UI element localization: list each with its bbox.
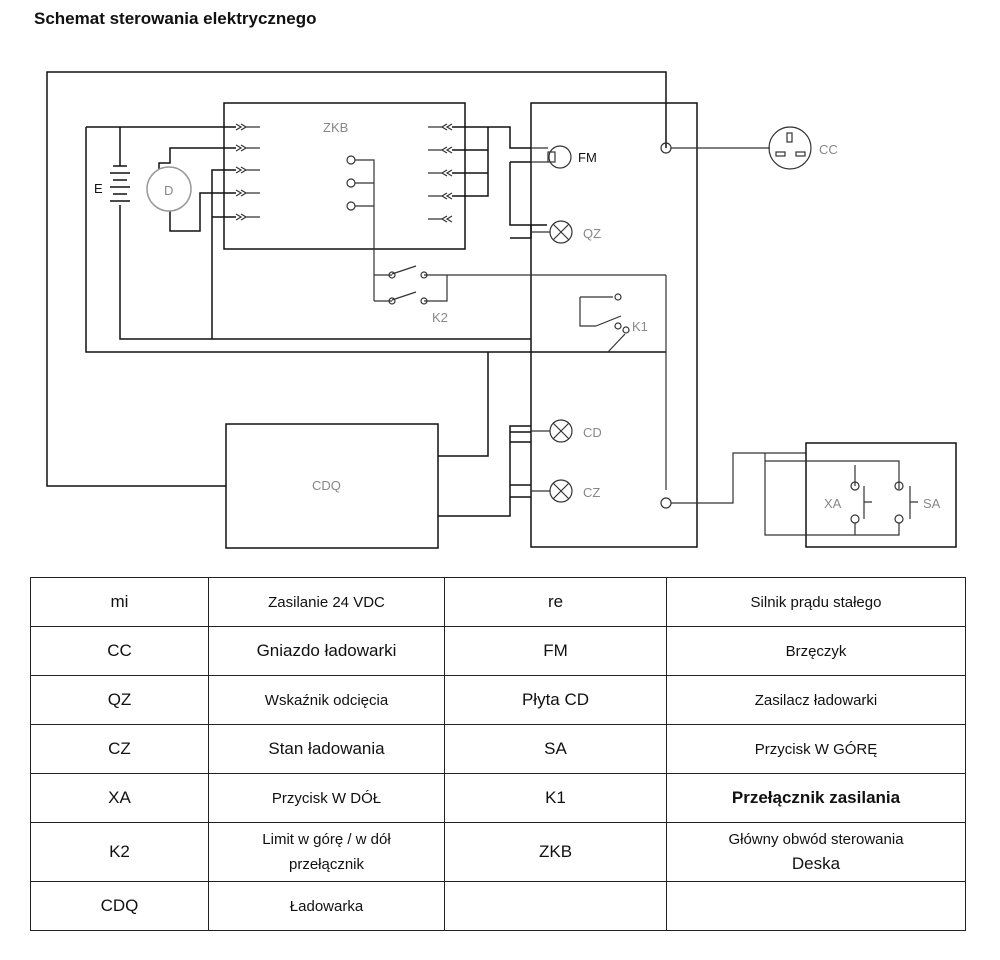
legend-desc: Przycisk W GÓRĘ [666, 724, 966, 774]
charger-wires [438, 352, 531, 517]
battery-label: E [94, 181, 103, 196]
sa-label: SA [923, 496, 941, 511]
zkb-right-wires [452, 126, 531, 197]
zkb-right-connectors [428, 123, 453, 223]
hand-controller [805, 442, 957, 548]
zkb-label: ZKB [323, 120, 348, 135]
legend-table: mi Zasilanie 24 VDC re Silnik prądu stał… [30, 577, 966, 931]
legend-desc-line2: przełącznik [288, 856, 365, 873]
charger-cdq [225, 423, 439, 549]
legend-row: K2 Limit w górę / w dół przełącznik ZKB … [30, 822, 966, 882]
main-panel [530, 102, 698, 548]
zkb-left-connectors [235, 123, 260, 221]
legend-code: Płyta CD [444, 675, 667, 725]
legend-row: CC Gniazdo ładowarki FM Brzęczyk [30, 626, 966, 676]
legend-desc: Gniazdo ładowarki [208, 626, 445, 676]
motor-label: D [164, 183, 173, 198]
legend-code: K1 [444, 773, 667, 823]
limit-switch-k2 [374, 265, 667, 490]
battery-e [85, 126, 666, 353]
legend-code [444, 881, 667, 931]
legend-code: FM [444, 626, 667, 676]
xa-label: XA [824, 496, 842, 511]
legend-code: K2 [30, 822, 209, 882]
legend-desc [666, 881, 966, 931]
k1-label: K1 [632, 319, 648, 334]
cc-label: CC [819, 142, 838, 157]
legend-desc-cell: Limit w górę / w dół przełącznik [208, 822, 445, 882]
legend-row: CDQ Ładowarka [30, 881, 966, 931]
legend-desc: Wskaźnik odcięcia [208, 675, 445, 725]
legend-code: XA [30, 773, 209, 823]
controller-terminal [660, 452, 806, 509]
legend-desc: Silnik prądu stałego [666, 577, 966, 627]
motor-d [146, 147, 236, 339]
legend-row: mi Zasilanie 24 VDC re Silnik prądu stał… [30, 577, 966, 627]
legend-desc: Brzęczyk [666, 626, 966, 676]
cd-label: CD [583, 425, 602, 440]
lamp-cd [531, 419, 573, 443]
power-switch-k1 [579, 293, 630, 353]
legend-desc: Ładowarka [208, 881, 445, 931]
button-sa [855, 481, 918, 536]
legend-desc-line2: Deska [791, 853, 841, 873]
lamp-cz [531, 479, 573, 503]
button-xa [850, 481, 872, 524]
legend-row: QZ Wskaźnik odcięcia Płyta CD Zasilacz ł… [30, 675, 966, 725]
buzzer-fm [531, 145, 572, 169]
legend-code: CC [30, 626, 209, 676]
lamp-qz [531, 220, 573, 244]
legend-desc: Przycisk W DÓŁ [208, 773, 445, 823]
k2-label: K2 [432, 310, 448, 325]
legend-code: re [444, 577, 667, 627]
legend-code: mi [30, 577, 209, 627]
legend-row: CZ Stan ładowania SA Przycisk W GÓRĘ [30, 724, 966, 774]
legend-code: CZ [30, 724, 209, 774]
cz-label: CZ [583, 485, 600, 500]
wiring-diagram: ZKB E D [46, 71, 957, 549]
legend-code: QZ [30, 675, 209, 725]
legend-desc-cell: Główny obwód sterowania Deska [666, 822, 966, 882]
legend-code: CDQ [30, 881, 209, 931]
legend-code: ZKB [444, 822, 667, 882]
legend-desc: Przełącznik zasilania [666, 773, 966, 823]
qz-wires [509, 162, 547, 239]
legend-desc: Stan ładowania [208, 724, 445, 774]
zkb-board [223, 102, 466, 250]
cdq-label: CDQ [312, 478, 341, 493]
legend-desc: Zasilanie 24 VDC [208, 577, 445, 627]
legend-desc: Limit w górę / w dół [262, 831, 391, 848]
legend-desc: Główny obwód sterowania [728, 830, 904, 848]
zkb-center-terminals [346, 155, 375, 301]
fm-label: FM [578, 150, 597, 165]
lamp-feed-wires [510, 441, 531, 498]
outer-loop-wire [46, 71, 667, 487]
legend-desc: Zasilacz ładowarki [666, 675, 966, 725]
legend-code: SA [444, 724, 667, 774]
qz-label: QZ [583, 226, 601, 241]
socket-cc [660, 126, 812, 170]
controller-wiring [764, 453, 900, 536]
legend-row: XA Przycisk W DÓŁ K1 Przełącznik zasilan… [30, 773, 966, 823]
page-title: Schemat sterowania elektrycznego [34, 9, 317, 28]
